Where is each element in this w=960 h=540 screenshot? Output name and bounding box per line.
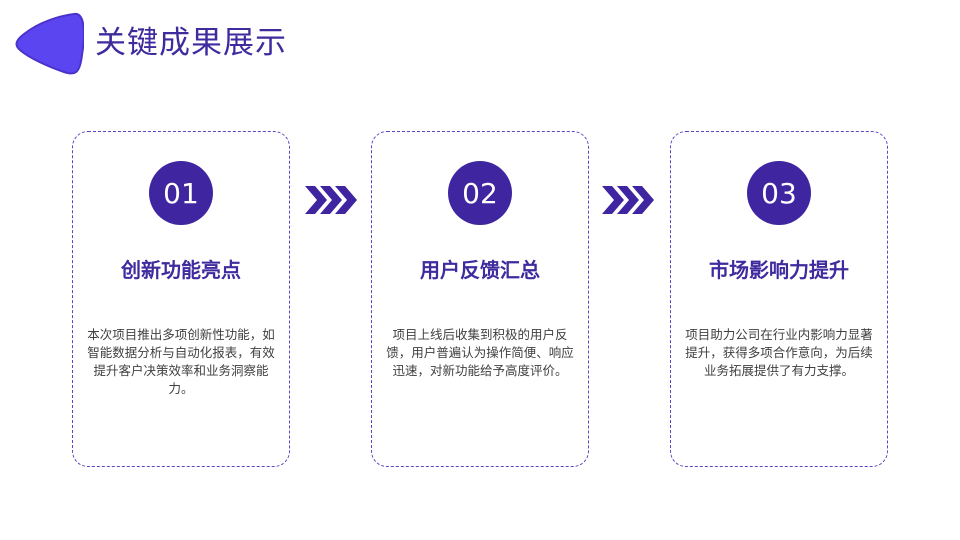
result-card-2: 02 用户反馈汇总 项目上线后收集到积极的用户反馈，用户普遍认为操作简便、响应迅… (371, 131, 589, 467)
card-body: 项目助力公司在行业内影响力显著提升，获得多项合作意向，为后续业务拓展提供了有力支… (685, 327, 873, 378)
chevrons-right-icon (305, 186, 357, 214)
step-number-badge: 03 (747, 161, 811, 225)
step-number-badge: 01 (149, 161, 213, 225)
result-card-1: 01 创新功能亮点 本次项目推出多项创新性功能，如智能数据分析与自动化报表，有效… (72, 131, 290, 467)
chevrons-right-icon (602, 186, 654, 214)
page-title: 关键成果展示 (95, 25, 287, 61)
result-card-3: 03 市场影响力提升 项目助力公司在行业内影响力显著提升，获得多项合作意向，为后… (670, 131, 888, 467)
card-body: 项目上线后收集到积极的用户反馈，用户普遍认为操作简便、响应迅速，对新功能给予高度… (386, 327, 574, 378)
card-body: 本次项目推出多项创新性功能，如智能数据分析与自动化报表，有效提升客户决策效率和业… (87, 327, 275, 396)
card-title: 用户反馈汇总 (420, 258, 540, 282)
card-title: 创新功能亮点 (121, 258, 241, 282)
step-number-badge: 02 (448, 161, 512, 225)
logo-shape-icon (15, 12, 84, 75)
card-title: 市场影响力提升 (709, 258, 849, 282)
